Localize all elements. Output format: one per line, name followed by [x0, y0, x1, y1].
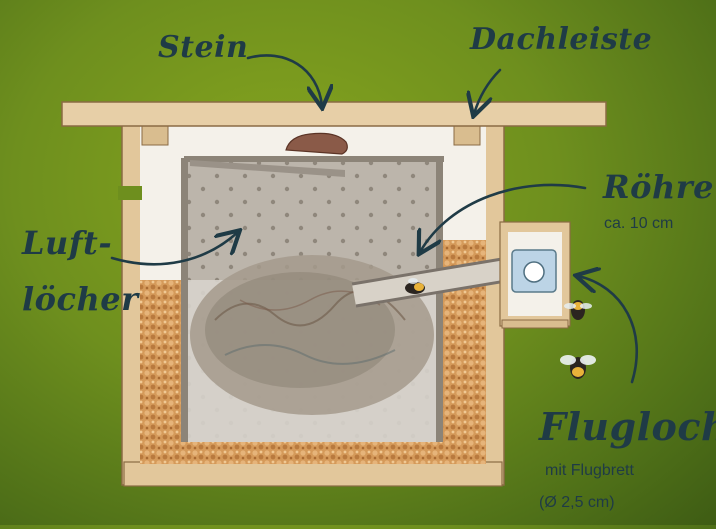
- entrance-block: [500, 222, 570, 328]
- label-flugloch-sub: mit Flugbrett: [545, 462, 634, 480]
- label-luftloecher-line2: löcher: [22, 280, 138, 318]
- label-roehre: Röhre: [603, 168, 714, 206]
- arrow-icon: [578, 276, 637, 382]
- label-flugloch-size: (Ø 2,5 cm): [539, 494, 615, 512]
- label-roehre-size: ca. 10 cm: [604, 215, 673, 233]
- bee-icon: [560, 355, 596, 379]
- label-stein: Stein: [158, 30, 248, 65]
- label-flugloch: Flugloch: [539, 404, 716, 449]
- arrow-icon: [248, 55, 322, 106]
- label-luftloecher-line1: Luft-: [22, 224, 112, 262]
- label-dachleiste: Dachleiste: [470, 22, 652, 57]
- roof-batten-left: [142, 125, 168, 145]
- roof-board: [62, 102, 606, 126]
- roof-batten-right: [454, 125, 480, 145]
